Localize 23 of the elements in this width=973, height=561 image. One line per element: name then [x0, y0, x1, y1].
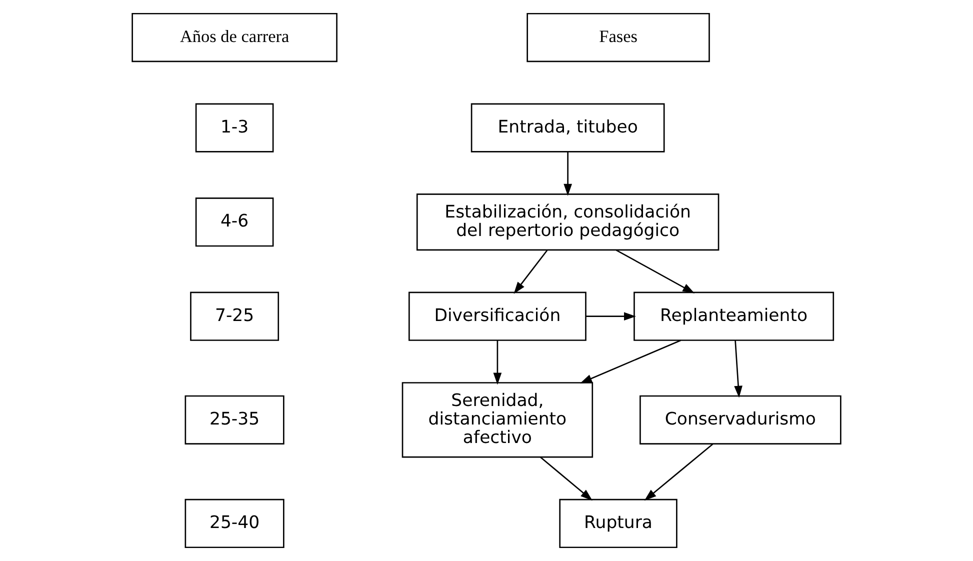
node-box: Conservadurismo [640, 395, 842, 444]
node-box: Serenidad, distanciamiento afectivo [402, 382, 594, 458]
arrow [734, 340, 742, 398]
arrow [616, 250, 695, 294]
node-box: Entrada, titubeo [470, 103, 665, 152]
arrow [493, 340, 502, 385]
node-box: 4-6 [195, 198, 274, 247]
node-box: Replanteamiento [634, 292, 834, 341]
arrow [644, 444, 714, 501]
arrow [586, 312, 636, 321]
node-box: 25-35 [184, 395, 284, 444]
node-box: Estabilización, consolidación del repertorio pedagógico [416, 194, 720, 251]
node-box: Diversificación [408, 292, 586, 341]
node-box: 7-25 [190, 292, 280, 341]
arrow [580, 340, 682, 384]
node-box: Años de carrera [132, 12, 338, 62]
node-box: Ruptura [559, 498, 678, 548]
node-box: 1-3 [195, 103, 274, 152]
arrow [564, 152, 572, 196]
arrow [540, 456, 592, 501]
arrow [514, 250, 548, 294]
node-box: Fases [526, 12, 710, 62]
node-box: 25-40 [184, 498, 284, 548]
